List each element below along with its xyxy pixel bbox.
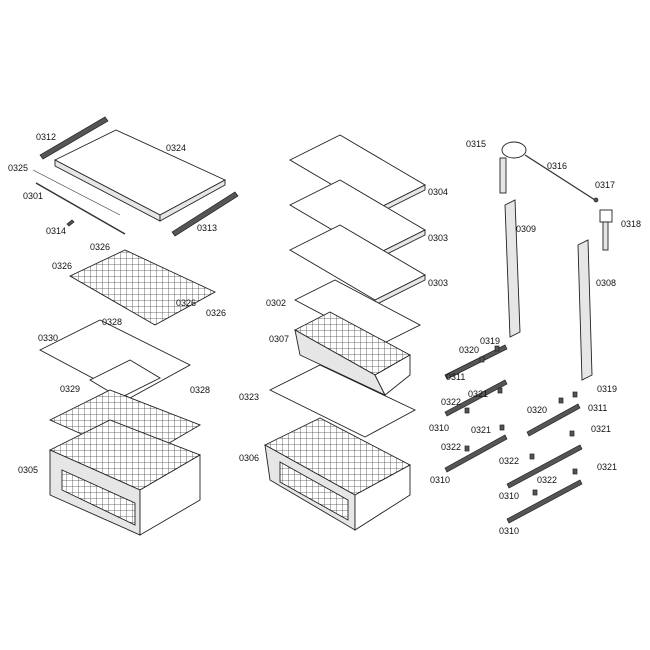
label: 0325 [8,163,28,173]
label: 0329 [60,384,80,394]
upright-0308 [577,239,593,381]
rail-0313 [171,191,239,237]
label: 0304 [428,187,448,197]
label: 0305 [18,465,38,475]
label: 0316 [547,161,567,171]
label: 0306 [239,453,259,463]
label: 0307 [269,334,289,344]
drawer-0307 [294,311,411,396]
glass-shelf-0324 [54,129,227,222]
rod-0325 [32,169,121,216]
label: 0319 [480,336,500,346]
rail-0312 [39,116,109,160]
label: 0328 [190,385,210,395]
label: 0302 [266,298,286,308]
label: 0311 [588,403,607,413]
label: 0322 [537,475,557,485]
part-0317 [593,197,599,203]
label: 0301 [23,191,43,201]
label: 0322 [441,397,461,407]
label: 0312 [36,132,56,142]
label: 0308 [596,278,616,288]
label: 0326 [176,298,196,308]
label: 0313 [197,223,217,233]
label: 0311 [446,372,465,382]
label: 0326 [206,308,226,318]
label: 0310 [499,491,519,501]
label: 0322 [441,442,461,452]
label: 0310 [430,475,450,485]
label: 0310 [429,423,449,433]
label: 0326 [52,261,72,271]
clip-0314 [66,219,75,227]
label: 0310 [499,526,519,536]
part-0318 [599,209,613,251]
label: 0317 [595,180,615,190]
label: 0315 [466,139,486,149]
label: 0309 [516,224,536,234]
label: 0319 [597,384,617,394]
label: 0318 [621,219,641,229]
label: 0314 [46,226,66,236]
part-labels: 0312 0324 0325 0301 0314 0313 0326 0326 … [8,132,641,536]
rod-0301 [35,182,126,235]
glass-shelf-0323 [268,364,416,438]
label: 0326 [90,242,110,252]
glass-shelf-0303-lower [289,224,426,306]
rod-0316 [524,154,596,201]
label: 0320 [459,345,479,355]
label: 0303 [428,278,448,288]
label: 0321 [591,424,611,434]
shelf-supports [444,344,583,524]
label: 0321 [597,462,617,472]
damper-0315 [499,141,527,194]
label: 0320 [527,405,547,415]
label: 0322 [499,456,519,466]
label: 0324 [166,143,186,153]
label: 0321 [468,389,488,399]
label: 0303 [428,233,448,243]
drawer-0306 [264,417,411,531]
label: 0330 [38,333,58,343]
label: 0323 [239,392,259,402]
upright-0309 [504,199,521,338]
label: 0328 [102,317,122,327]
mesh-panel-0326 [69,249,216,326]
label: 0321 [471,425,491,435]
drawer-0305 [48,419,202,536]
